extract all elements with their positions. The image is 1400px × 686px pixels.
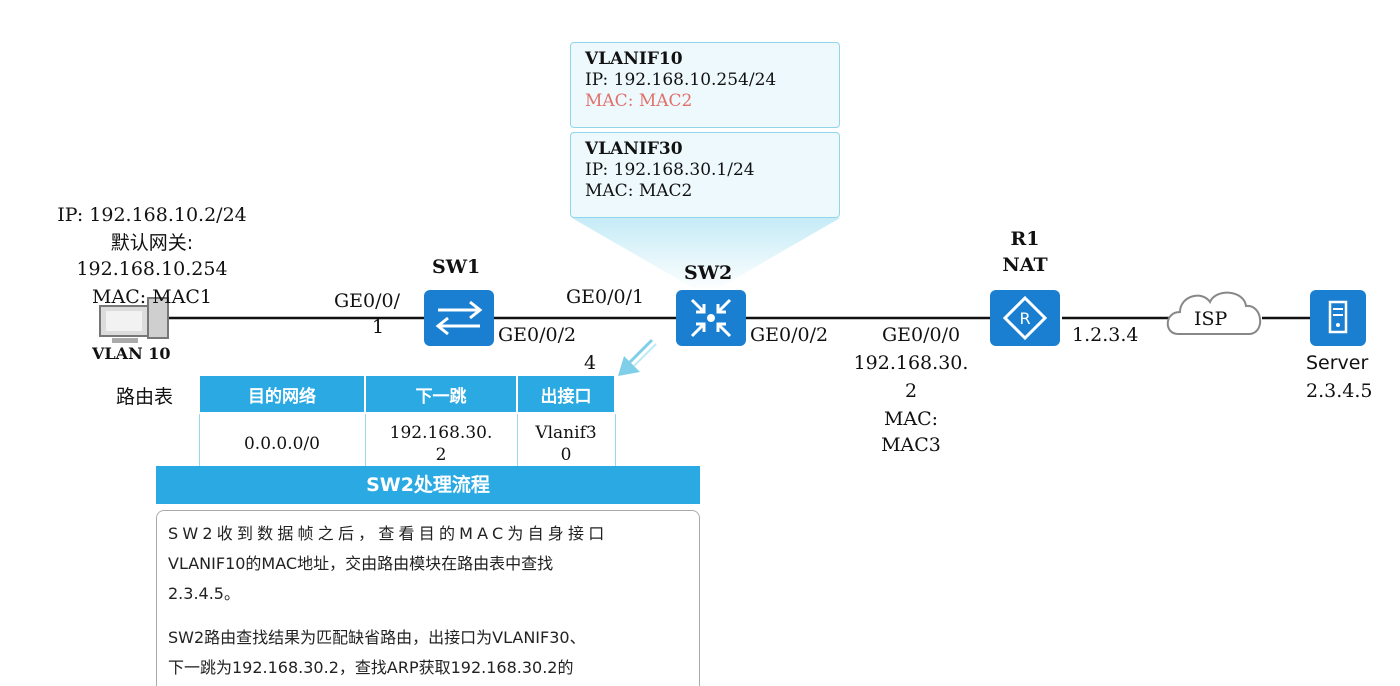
route-iface-a: Vlanif3 <box>535 423 597 443</box>
pc-gateway: 192.168.10.254 <box>76 258 228 280</box>
sw2-port-right: GE0/0/2 <box>750 324 829 346</box>
server-device[interactable] <box>1310 290 1366 346</box>
switch-arrows-icon <box>435 300 483 336</box>
vlanif10-box: VLANIF10 IP: 192.168.10.254/24 MAC: MAC2 <box>570 42 840 128</box>
route-table: 目的网络 下一跳 出接口 0.0.0.0/0 192.168.30. 2 Vla… <box>198 374 616 475</box>
route-col-dest: 目的网络 <box>198 374 366 414</box>
router-icon: R <box>1002 295 1048 341</box>
isp-cloud-icon <box>1166 291 1261 335</box>
sw2-port-left: GE0/0/1 <box>566 286 645 308</box>
vlanif30-title: VLANIF30 <box>585 139 683 159</box>
flow-p2-line1: SW2路由查找结果为匹配缺省路由，出接口为VLANIF30、 <box>168 628 586 647</box>
route-nexthop: 192.168.30. 2 <box>364 412 518 475</box>
r1-port-left: GE0/0/0 <box>882 324 961 346</box>
vlanif10-title: VLANIF10 <box>585 49 683 69</box>
vlanif30-ip: IP: 192.168.30.1/24 <box>585 160 755 180</box>
route-table-label: 路由表 <box>116 386 174 408</box>
r1-device[interactable]: R <box>990 290 1060 346</box>
pc-ip: IP: 192.168.10.2/24 <box>57 204 247 226</box>
vlanif10-ip: IP: 192.168.10.254/24 <box>585 70 777 90</box>
l3-switch-icon <box>690 298 732 338</box>
r1-mac-b: MAC3 <box>881 434 941 456</box>
route-col-nexthop: 下一跳 <box>364 374 518 414</box>
sw1-name: SW1 <box>432 256 481 278</box>
vlanif30-box: VLANIF30 IP: 192.168.30.1/24 MAC: MAC2 <box>570 132 840 218</box>
r1-name: R1 <box>1010 228 1040 250</box>
vlanif30-mac: MAC: MAC2 <box>585 181 693 201</box>
route-iface: Vlanif3 0 <box>516 412 616 475</box>
flow-p2-line2: 下一跳为192.168.30.2，查找ARP获取192.168.30.2的 <box>168 658 574 677</box>
server-icon <box>1328 300 1348 334</box>
pointer-arrow-icon <box>618 338 657 376</box>
route-nexthop-b: 2 <box>435 445 447 465</box>
route-iface-b: 0 <box>560 445 572 465</box>
flow-p1-line3: 2.3.4.5。 <box>168 584 240 603</box>
route-nexthop-a: 192.168.30. <box>389 423 493 443</box>
r1-ip-b: 2 <box>904 380 918 402</box>
r1-ip-a: 192.168.30. <box>853 352 969 374</box>
svg-text:R: R <box>1019 309 1030 328</box>
server-name: Server <box>1306 352 1369 374</box>
flow-p1-line1: SW2收到数据帧之后，查看目的MAC为自身接口 <box>168 524 609 543</box>
sw2-device[interactable] <box>676 290 746 346</box>
r1-wan-ip: 1.2.3.4 <box>1072 324 1139 346</box>
sw1-port-right-a: GE0/0/2 <box>498 324 577 346</box>
server-ip: 2.3.4.5 <box>1306 380 1373 402</box>
sw1-port-left-b: 1 <box>372 316 385 338</box>
pc-vlan-label: VLAN 10 <box>92 344 171 363</box>
r1-role: NAT <box>1002 254 1048 276</box>
sw1-port-right-b: 4 <box>584 352 597 374</box>
sw1-device[interactable] <box>424 290 494 346</box>
vlanif-beam <box>572 218 840 292</box>
flow-p1-line2: VLANIF10的MAC地址，交由路由模块在路由表中查找 <box>168 554 554 573</box>
route-col-iface: 出接口 <box>516 374 616 414</box>
vlanif10-mac: MAC: MAC2 <box>585 91 693 111</box>
sw2-name: SW2 <box>684 262 733 284</box>
route-dest: 0.0.0.0/0 <box>198 412 366 475</box>
pc-gateway-label: 默认网关: <box>110 232 194 254</box>
isp-label: ISP <box>1194 308 1228 330</box>
flow-title: SW2处理流程 <box>156 466 700 504</box>
flow-box <box>156 510 700 686</box>
pc-mac: MAC: MAC1 <box>92 286 212 308</box>
table-row: 0.0.0.0/0 192.168.30. 2 Vlanif3 0 <box>198 412 616 475</box>
sw1-port-left-a: GE0/0/ <box>334 290 401 312</box>
r1-mac-a: MAC: <box>883 408 939 430</box>
pc-icon <box>99 297 169 343</box>
